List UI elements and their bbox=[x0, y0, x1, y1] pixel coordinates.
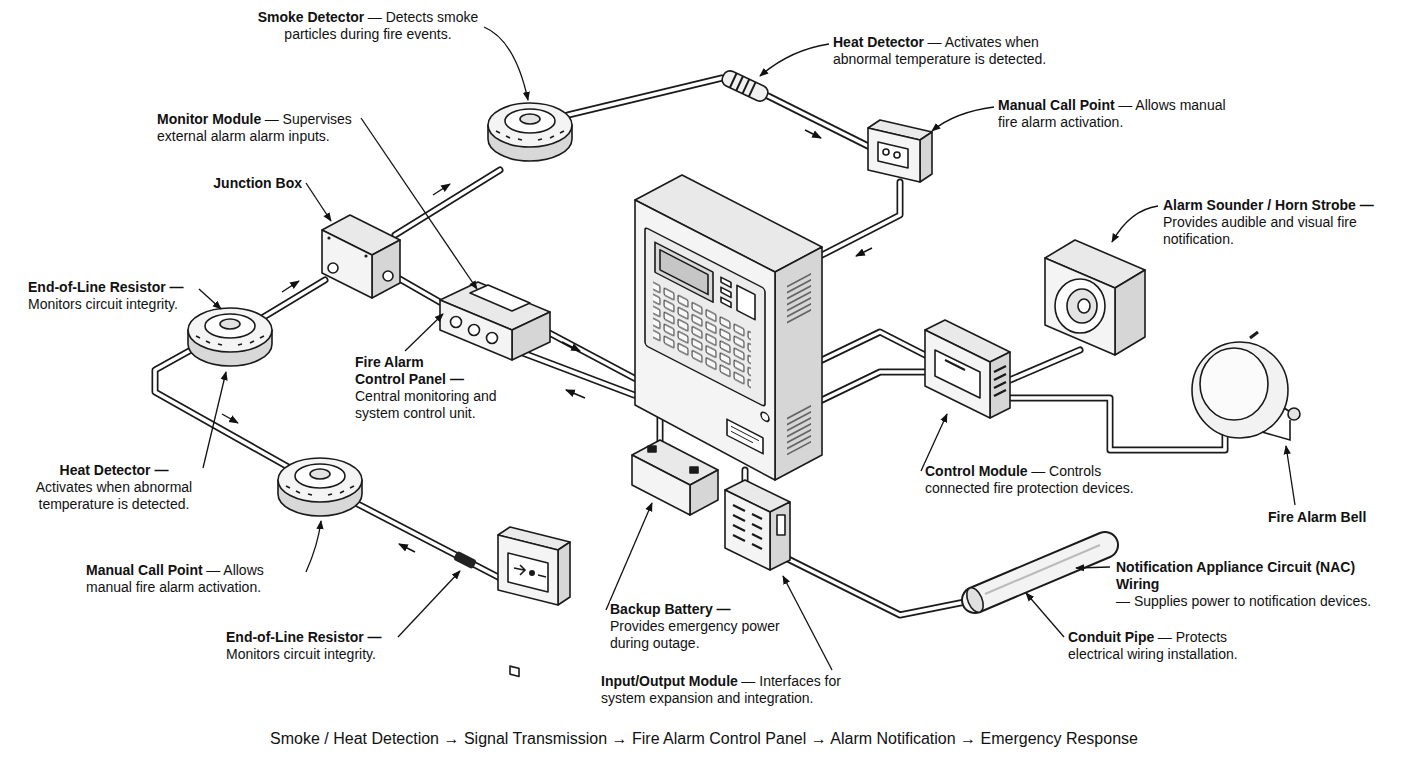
wiring bbox=[155, 78, 1225, 615]
callout-label: Control Module— Controls connected fire … bbox=[925, 463, 1147, 497]
component-name: Alarm Sounder / Horn Strobe — bbox=[1163, 197, 1374, 213]
component-name: Junction Box bbox=[213, 175, 302, 191]
component-description: Central monitoring and system control un… bbox=[355, 388, 505, 422]
component-description: Monitors circuit integrity. bbox=[28, 296, 196, 313]
component-description: Provides emergency power during outage. bbox=[610, 618, 790, 652]
component-name: End-of-Line Resistor — bbox=[28, 279, 184, 295]
smoke-detector bbox=[488, 103, 572, 161]
alarm-sounder bbox=[1045, 240, 1145, 355]
fire-alarm-bell bbox=[1192, 332, 1300, 440]
component-description: Provides audible and visual fire notific… bbox=[1163, 214, 1383, 248]
flow-arrow bbox=[222, 130, 872, 552]
backup-battery bbox=[632, 440, 718, 515]
io-module bbox=[725, 480, 790, 570]
callout-label: Manual Call Point— Allows manual fire al… bbox=[86, 562, 302, 596]
callout-label: End-of-Line Resistor —Monitors circuit i… bbox=[226, 629, 394, 663]
callout-label: Smoke Detector— Detects smoke particles … bbox=[250, 9, 486, 43]
component-name: Backup Battery — bbox=[610, 601, 731, 617]
callout-label: Monitor Module— Supervises external alar… bbox=[157, 111, 363, 145]
component-name: Smoke Detector bbox=[258, 9, 365, 25]
monitor-module bbox=[440, 282, 550, 360]
callout-label: Heat Detector— Activates when abnormal t… bbox=[833, 34, 1061, 68]
component-name: Notification Appliance Circuit (NAC) Wir… bbox=[1116, 559, 1355, 592]
callout-label: Alarm Sounder / Horn Strobe —Provides au… bbox=[1163, 197, 1383, 248]
component-name: Heat Detector bbox=[833, 34, 924, 50]
component-name: Control Module bbox=[925, 463, 1028, 479]
callout-label: Conduit Pipe— Protects electrical wiring… bbox=[1068, 629, 1264, 663]
callout-label: Fire Alarm Control Panel —Central monito… bbox=[355, 354, 505, 422]
control-module bbox=[925, 320, 1010, 418]
callout-label: End-of-Line Resistor —Monitors circuit i… bbox=[28, 279, 196, 313]
manual-call-point bbox=[868, 120, 932, 182]
component-name: Manual Call Point bbox=[86, 562, 203, 578]
detector bbox=[188, 308, 272, 366]
junction-box bbox=[322, 215, 400, 298]
callout-label: Manual Call Point— Allows manual fire al… bbox=[998, 97, 1240, 131]
flow-caption: Smoke / Heat Detection → Signal Transmis… bbox=[0, 729, 1408, 749]
component-description: Monitors circuit integrity. bbox=[226, 646, 394, 663]
callout-label: Backup Battery —Provides emergency power… bbox=[610, 601, 790, 652]
component-name: Fire Alarm Bell bbox=[1268, 509, 1366, 525]
component-name: Input/Output Module bbox=[601, 673, 738, 689]
component-name: Heat Detector — bbox=[60, 462, 169, 478]
callout-label: Heat Detector —Activates when abnormal t… bbox=[28, 462, 200, 513]
component-name: Manual Call Point bbox=[998, 97, 1115, 113]
component-name: Conduit Pipe bbox=[1068, 629, 1154, 645]
resistor-symbol bbox=[453, 551, 477, 570]
component-name: End-of-Line Resistor — bbox=[226, 629, 382, 645]
callout-label: Fire Alarm Bell bbox=[1268, 509, 1378, 526]
manual-call-point bbox=[498, 527, 570, 676]
component-description: — Supplies power to notification devices… bbox=[1116, 593, 1394, 610]
callout-label: Notification Appliance Circuit (NAC) Wir… bbox=[1116, 559, 1394, 610]
heat-detector bbox=[278, 458, 362, 516]
control-panel bbox=[635, 175, 822, 480]
component-name: Fire Alarm Control Panel — bbox=[355, 354, 471, 388]
component-name: Monitor Module bbox=[157, 111, 261, 127]
component-description: Activates when abnormal temperature is d… bbox=[28, 479, 200, 513]
conduit-pipe bbox=[963, 545, 1105, 615]
callout-label: Junction Box bbox=[196, 175, 302, 192]
callout-label: Input/Output Module— Interfaces for syst… bbox=[601, 673, 851, 707]
